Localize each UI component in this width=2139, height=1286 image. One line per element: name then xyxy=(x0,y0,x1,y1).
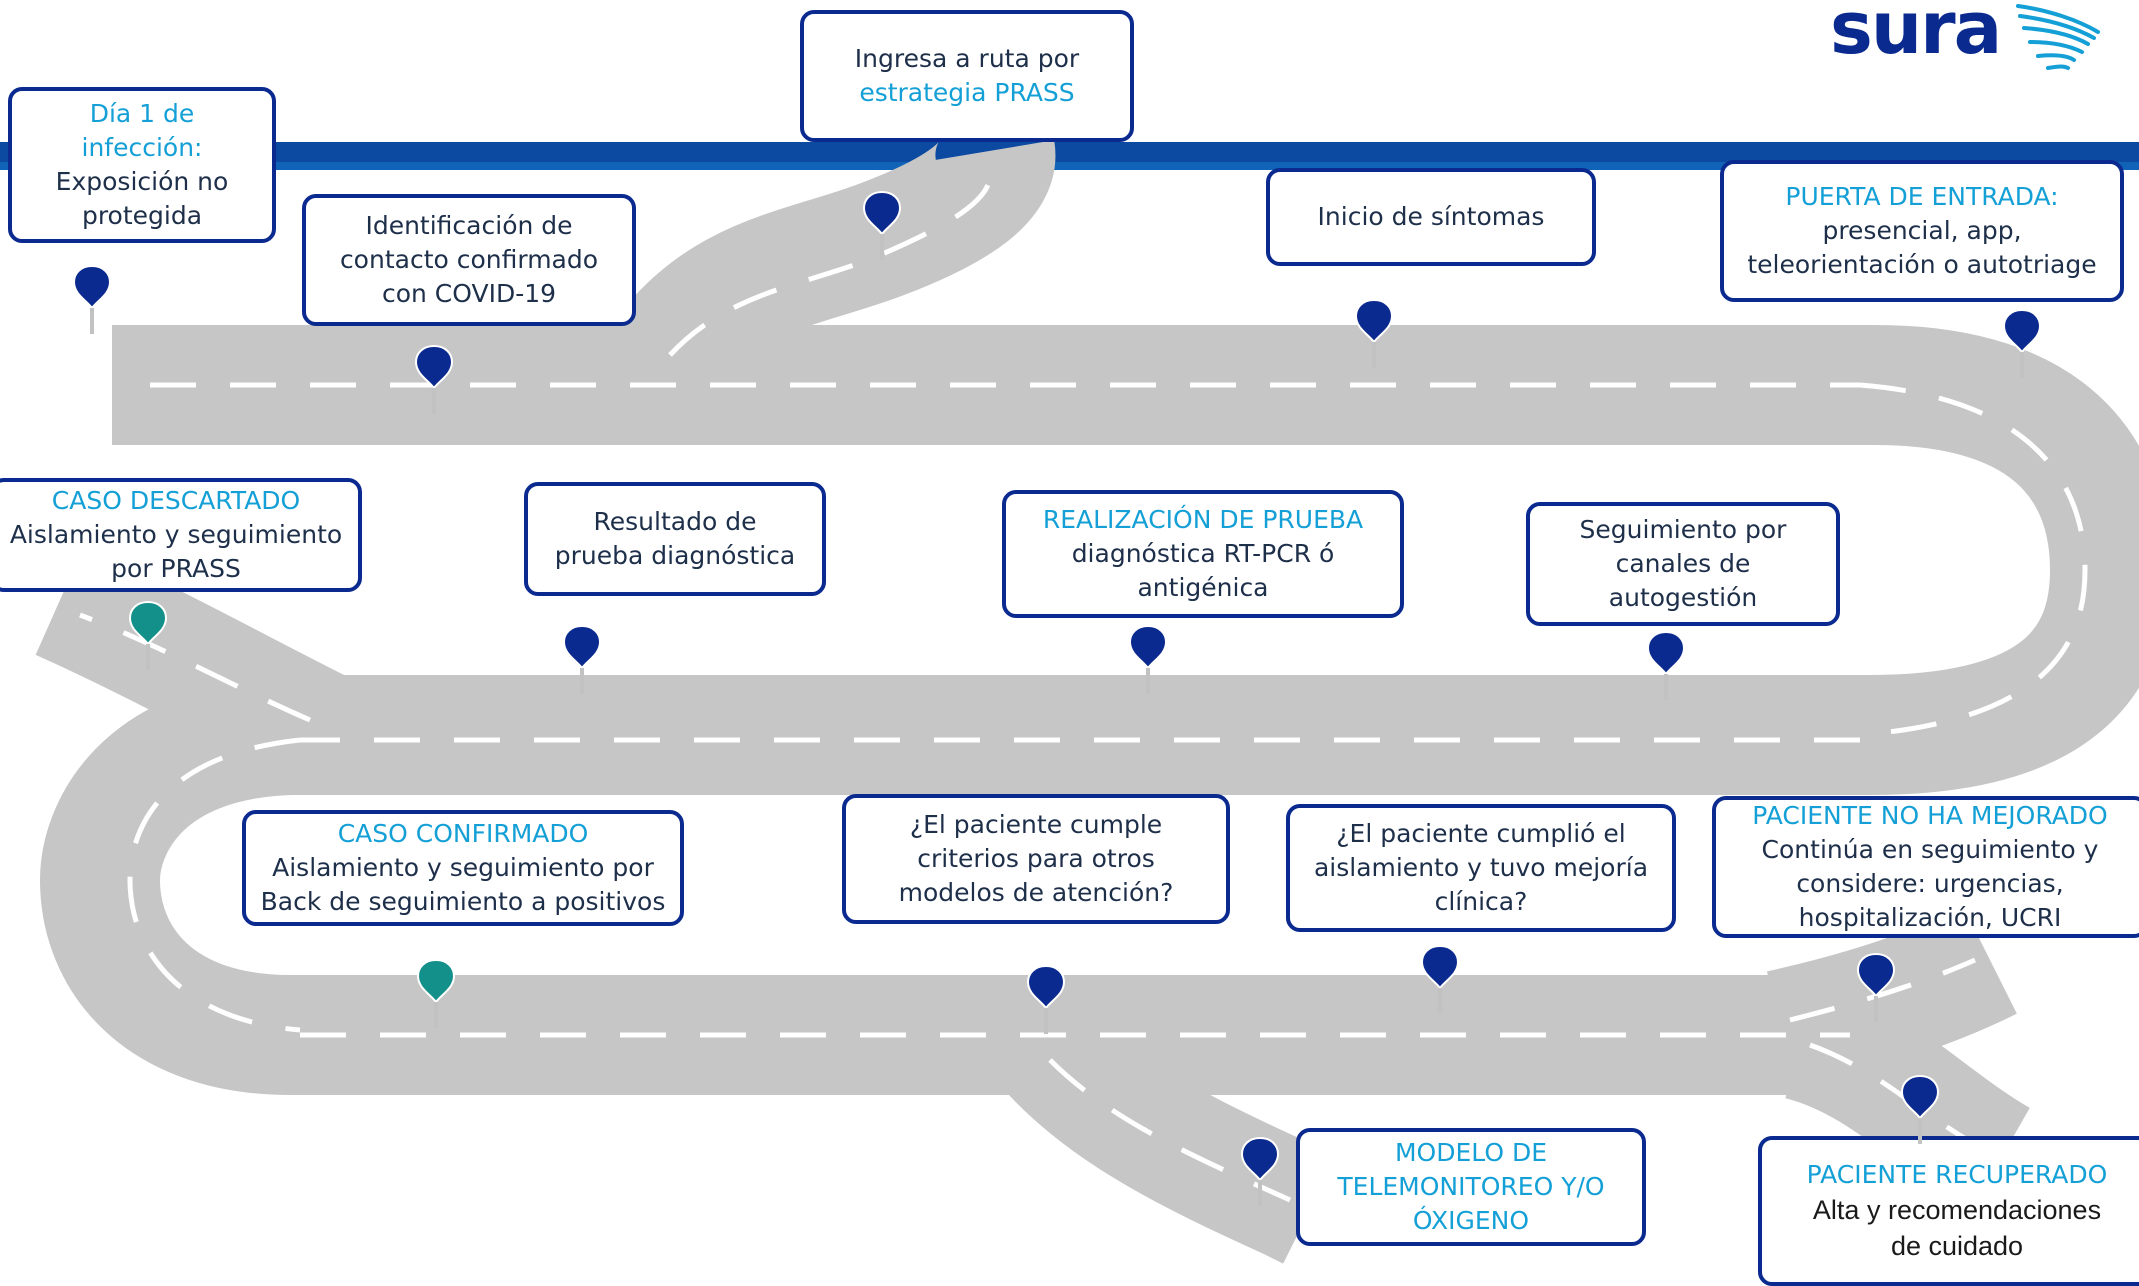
step-descartado-line1: CASO DESCARTADO xyxy=(51,486,301,515)
step-puerta: PUERTA DE ENTRADA: presencial, app, tele… xyxy=(1720,160,2124,302)
road-dash-nomejorado xyxy=(1789,957,1977,1023)
step-puerta-line3: teleorientación o autotriage xyxy=(1747,250,2097,279)
step-identificacion-line2: contacto confirmado xyxy=(339,245,599,274)
pin-icon-cumplio xyxy=(1420,944,1460,1014)
step-cumplio: ¿El paciente cumplió el aislamiento y tu… xyxy=(1286,804,1676,932)
road-dash-descartado xyxy=(79,612,311,723)
step-realizacion-line1: REALIZACIÓN DE PRUEBA xyxy=(1042,505,1364,534)
step-recuperado: PACIENTE RECUPERADO Alta y recomendacion… xyxy=(1758,1136,2139,1286)
step-dia1-line1: Día 1 de xyxy=(89,99,195,128)
step-confirmado-line2: Aislamiento y seguimiento por xyxy=(272,853,654,882)
step-cumple-line1: ¿El paciente cumple xyxy=(909,810,1163,839)
step-telemonitoreo: MODELO DE TELEMONITOREO Y/O ÓXIGENO xyxy=(1296,1128,1646,1246)
step-resultado: Resultado de prueba diagnóstica xyxy=(524,482,826,596)
road-dash-telemonitoreo xyxy=(1048,1058,1292,1203)
road-turn-left-2 xyxy=(40,675,294,1095)
step-seguimiento-line1: Seguimiento por xyxy=(1579,515,1787,544)
pin-icon-confirmado xyxy=(416,958,456,1028)
header-band-highlight xyxy=(0,162,2139,170)
step-nomejorado-line3: considere: urgencias, xyxy=(1796,869,2064,898)
step-cumplio-line2: aislamiento y tuvo mejoría xyxy=(1313,853,1649,882)
step-nomejorado-line1: PACIENTE NO HA MEJORADO xyxy=(1752,801,2108,830)
step-seguimiento-line3: autogestión xyxy=(1608,583,1758,612)
step-dia1-line4: protegida xyxy=(81,201,203,230)
pin-icon-resultado xyxy=(562,624,602,694)
step-ingresa: Ingresa a ruta por estrategia PRASS xyxy=(800,10,1134,142)
road-dash-prass xyxy=(668,174,993,357)
step-recuperado-line2: Alta y recomendaciones xyxy=(1812,1195,2102,1225)
step-puerta-line2: presencial, app, xyxy=(1822,216,2022,245)
step-telemonitoreo-line3: ÓXIGENO xyxy=(1412,1206,1530,1235)
step-nomejorado-line4: hospitalización, UCRI xyxy=(1798,903,2062,932)
step-descartado-line3: por PRASS xyxy=(111,554,241,583)
pin-icon-puerta xyxy=(2002,308,2042,378)
step-seguimiento-line2: canales de xyxy=(1615,549,1751,578)
step-ingresa-line2: estrategia PRASS xyxy=(859,78,1075,107)
road-dash-turn-1 xyxy=(1859,382,2088,738)
step-confirmado: CASO CONFIRMADO Aislamiento y seguimient… xyxy=(242,810,684,926)
pin-icon-cumple xyxy=(1026,964,1066,1034)
step-realizacion-line3: antigénica xyxy=(1137,573,1269,602)
logo-wing-icon xyxy=(2016,4,2100,70)
step-puerta-line1: PUERTA DE ENTRADA: xyxy=(1785,182,2059,211)
step-recuperado-line1: PACIENTE RECUPERADO xyxy=(1806,1160,2108,1189)
step-ingresa-line1: Ingresa a ruta por xyxy=(854,44,1080,73)
step-inicio-line1: Inicio de síntomas xyxy=(1317,202,1545,231)
step-identificacion: Identificación de contacto confirmado co… xyxy=(302,194,636,326)
step-dia1-line3: Exposición no xyxy=(55,167,229,196)
pin-icon-descartado xyxy=(128,600,168,670)
road-branch-prass xyxy=(611,138,1056,397)
pin-icon-identificacion xyxy=(414,344,454,414)
pin-icon-recuperado xyxy=(1900,1074,1940,1144)
step-telemonitoreo-line2: TELEMONITOREO Y/O xyxy=(1337,1172,1605,1201)
step-resultado-line1: Resultado de xyxy=(593,507,757,536)
step-resultado-line2: prueba diagnóstica xyxy=(554,541,796,570)
road-dash-turn-2 xyxy=(127,737,301,1033)
pin-icon-dia1 xyxy=(72,264,112,334)
step-identificacion-line1: Identificación de xyxy=(365,211,573,240)
step-confirmado-line1: CASO CONFIRMADO xyxy=(337,819,589,848)
pin-icon-nomejorado xyxy=(1856,952,1896,1022)
step-cumple-line2: criterios para otros xyxy=(917,844,1155,873)
step-cumple-line3: modelos de atención? xyxy=(898,878,1174,907)
step-descartado: CASO DESCARTADO Aislamiento y seguimient… xyxy=(0,478,362,592)
step-seguimiento: Seguimiento por canales de autogestión xyxy=(1526,502,1840,626)
step-inicio: Inicio de síntomas xyxy=(1266,168,1596,266)
pin-icon-realizacion xyxy=(1128,624,1168,694)
step-identificacion-line3: con COVID-19 xyxy=(381,279,557,308)
step-dia1: Día 1 de infección: Exposición no proteg… xyxy=(8,87,276,243)
step-realizacion: REALIZACIÓN DE PRUEBA diagnóstica RT-PCR… xyxy=(1002,490,1404,618)
step-descartado-line2: Aislamiento y seguimiento xyxy=(9,520,343,549)
pin-icon-ingresa xyxy=(862,190,902,260)
step-cumplio-line3: clínica? xyxy=(1434,887,1528,916)
step-confirmado-line3: Back de seguimiento a positivos xyxy=(260,887,666,916)
step-dia1-line2: infección: xyxy=(81,133,203,162)
step-cumplio-line1: ¿El paciente cumplió el xyxy=(1336,819,1626,848)
logo-wordmark: sura xyxy=(1830,0,2002,70)
step-telemonitoreo-line1: MODELO DE xyxy=(1394,1138,1547,1167)
step-realizacion-line2: diagnóstica RT-PCR ó xyxy=(1071,539,1335,568)
step-cumple: ¿El paciente cumple criterios para otros… xyxy=(842,794,1230,924)
pin-icon-seguimiento xyxy=(1646,630,1686,700)
road-turn-right-1 xyxy=(1869,325,2139,795)
step-nomejorado-line2: Continúa en seguimiento y xyxy=(1761,835,2099,864)
pin-icon-inicio xyxy=(1354,298,1394,368)
pin-icon-telemonitoreo xyxy=(1240,1136,1280,1206)
step-nomejorado: PACIENTE NO HA MEJORADO Continúa en segu… xyxy=(1712,796,2139,938)
step-recuperado-line3: de cuidado xyxy=(1890,1231,2024,1261)
sura-logo: sura xyxy=(1830,0,2110,80)
